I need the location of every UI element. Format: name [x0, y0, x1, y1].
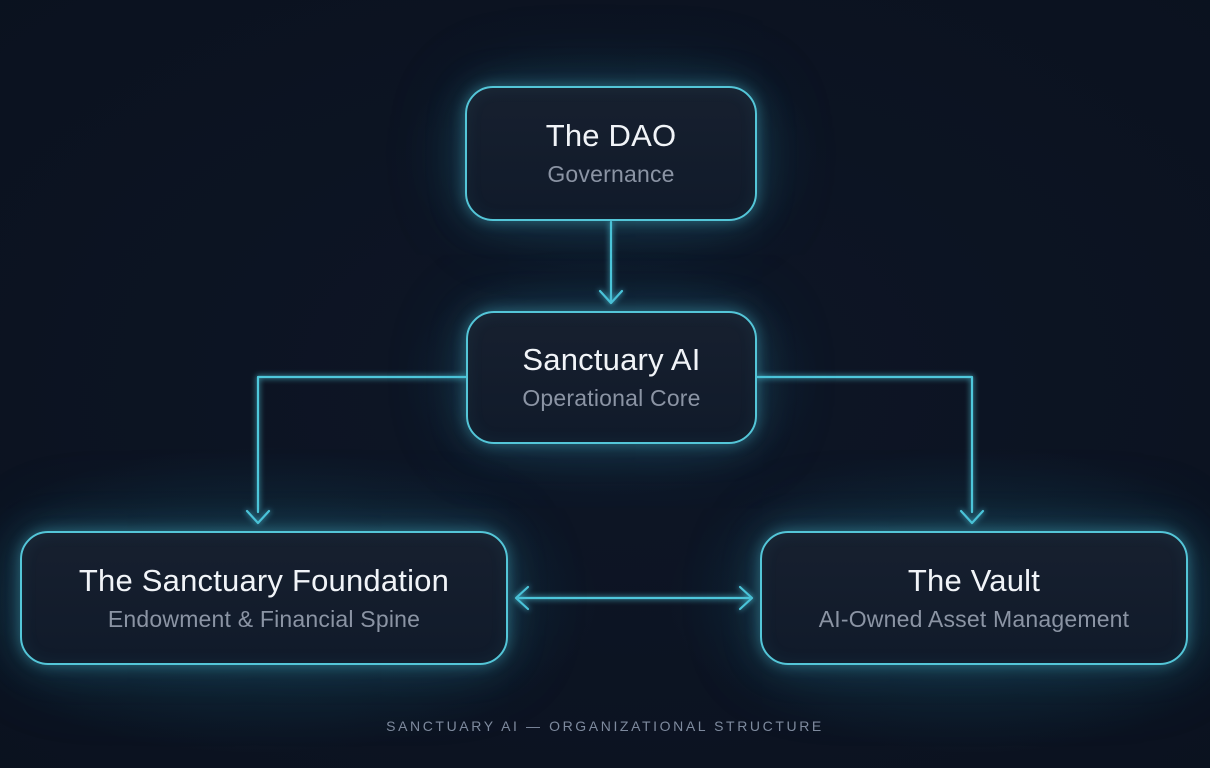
node-subtitle: Endowment & Financial Spine [107, 605, 421, 632]
edge-dao-to-sanctuary-arrow [598, 220, 624, 305]
node-subtitle: Operational Core [522, 385, 701, 412]
edge-foundation-vault-bidirectional-arrow [514, 585, 754, 611]
node-title: The Vault [907, 562, 1041, 598]
node-sanctuary-ai: Sanctuary AI Operational Core [466, 311, 757, 444]
node-subtitle: AI-Owned Asset Management [818, 605, 1130, 632]
node-title: The Sanctuary Foundation [78, 562, 450, 598]
node-subtitle: Governance [547, 161, 675, 188]
node-title: Sanctuary AI [522, 342, 701, 378]
node-the-vault: The Vault AI-Owned Asset Management [760, 531, 1188, 665]
diagram-caption: SANCTUARY AI — ORGANIZATIONAL STRUCTURE [386, 718, 824, 734]
node-sanctuary-foundation: The Sanctuary Foundation Endowment & Fin… [20, 531, 508, 665]
edge-sanctuary-to-foundation-arrow [245, 375, 468, 525]
node-title: The DAO [545, 118, 677, 154]
node-the-dao: The DAO Governance [465, 86, 757, 221]
edge-sanctuary-to-vault-arrow [755, 375, 985, 525]
